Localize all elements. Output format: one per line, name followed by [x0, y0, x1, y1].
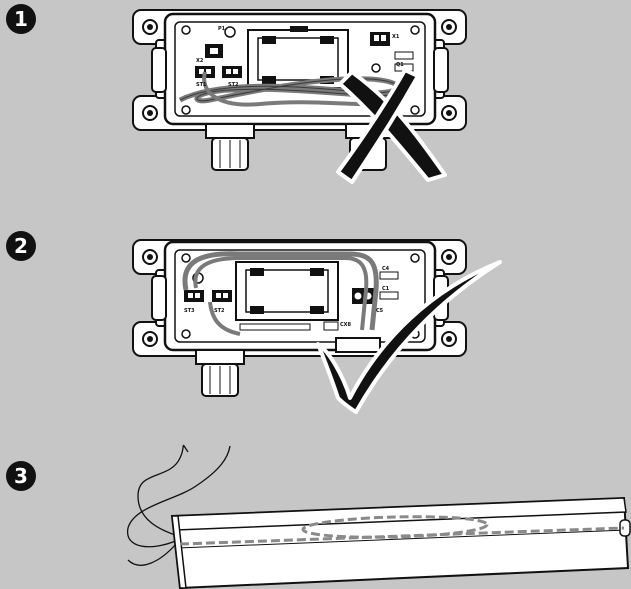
step-2-badge: 2 — [6, 231, 36, 261]
step-3-cover — [127, 444, 631, 589]
label-q1: Q1 — [396, 62, 404, 68]
correct-check-icon — [316, 260, 502, 414]
label-p1: P1 — [218, 26, 226, 32]
label-x2: X2 — [196, 58, 204, 64]
step-2-enclosure: ST3 ST2 C4 C1 CX8 C5 — [132, 239, 467, 397]
label-c4: C4 — [382, 266, 390, 272]
step-1-badge: 1 — [6, 4, 36, 34]
label-st3: ST3 — [184, 308, 195, 314]
label-st2-b: ST2 — [214, 308, 225, 314]
label-st1: ST1 — [196, 82, 207, 88]
step-3-badge: 3 — [6, 461, 36, 491]
incorrect-cross-icon — [336, 68, 447, 184]
label-cx8: CX8 — [340, 322, 352, 328]
label-st2: ST2 — [228, 82, 239, 88]
label-x1: X1 — [392, 34, 400, 40]
label-c1: C1 — [382, 286, 390, 292]
label-c5: C5 — [376, 308, 384, 314]
